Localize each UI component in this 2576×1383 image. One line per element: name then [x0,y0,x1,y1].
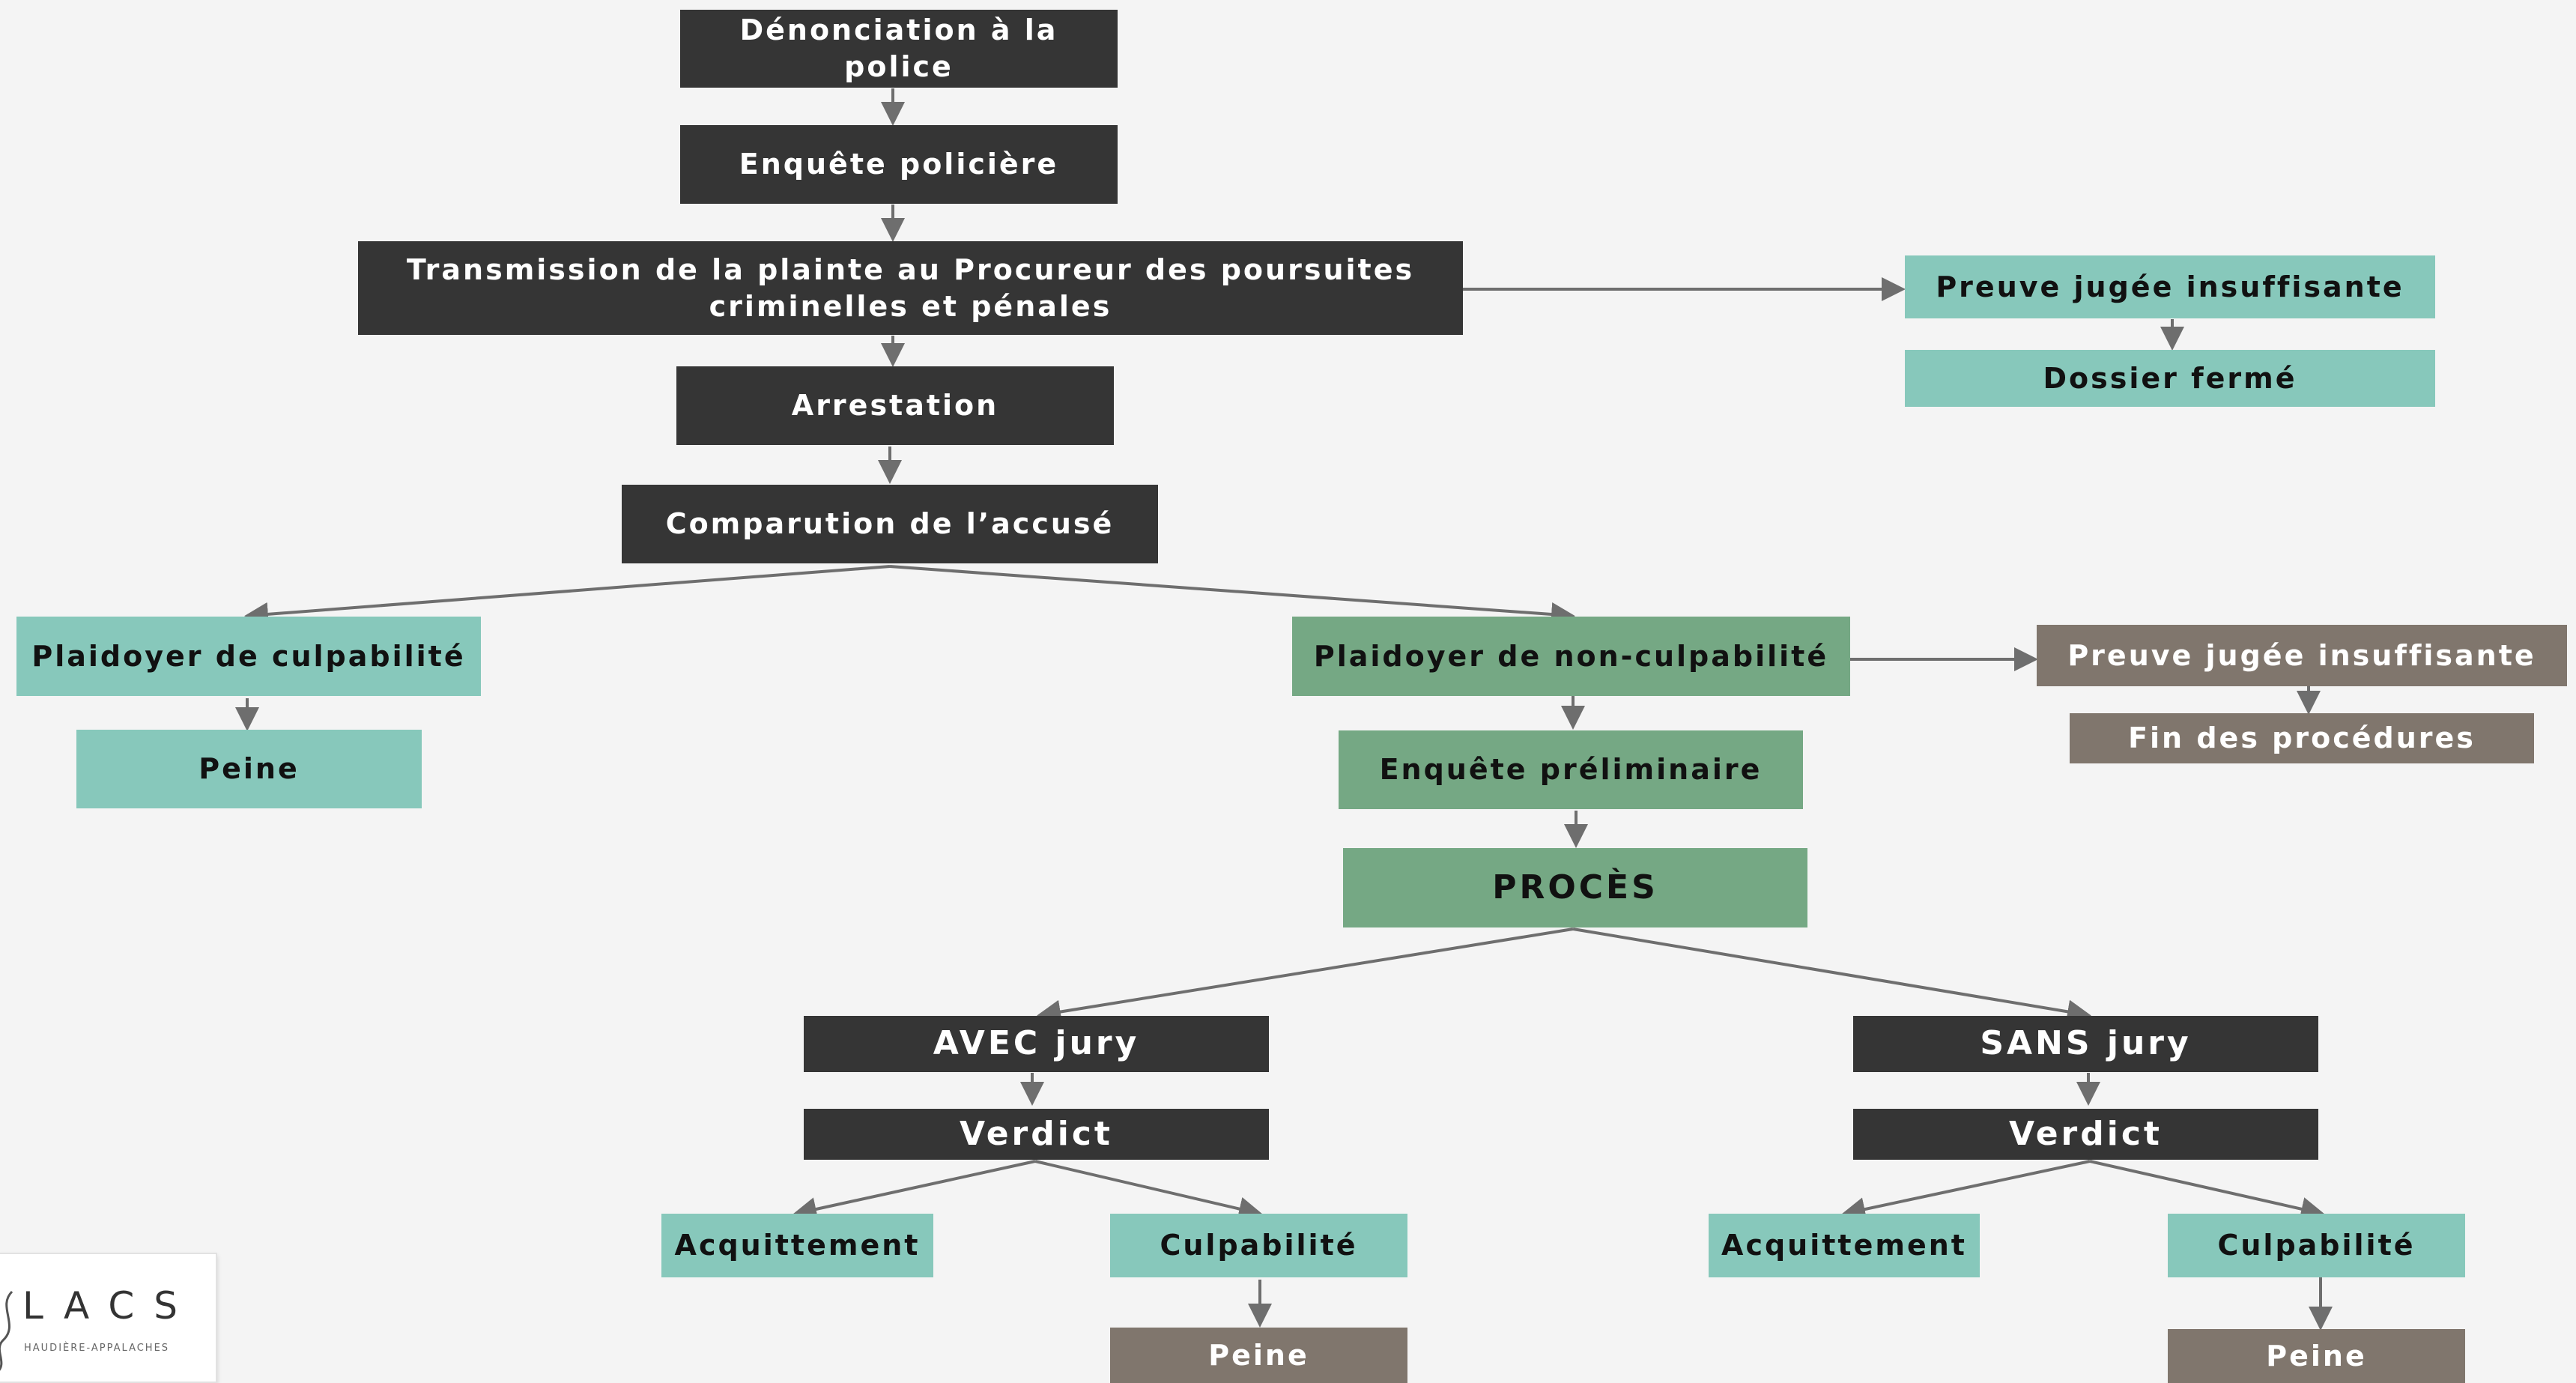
node-denonciation: Dénonciation à la police [680,10,1118,88]
node-fin-procedures: Fin des procédures [2070,713,2534,763]
logo-letters: LACS [22,1284,197,1328]
node-enquete-preliminaire: Enquête préliminaire [1339,730,1803,809]
node-preuve-insuffisante-1: Preuve jugée insuffisante [1905,255,2435,318]
arrow-comparution-to-plaidoyer-culpabilite [244,565,891,626]
arrow-verdict-sans-to-acquittement [1841,1160,2091,1221]
node-peine-sans-jury: Peine [2168,1329,2465,1383]
arrow-comparution-to-plaidoyer-non-culpabilite [889,565,1575,626]
node-plaidoyer-culpabilite: Plaidoyer de culpabilité [16,617,481,696]
node-verdict-avec-jury: Verdict [804,1109,1269,1160]
node-dossier-ferme: Dossier fermé [1905,350,2435,407]
node-plaidoyer-non-culpabilite: Plaidoyer de non-culpabilité [1292,617,1850,696]
arrow-verdict-sans-to-culpabilite [2089,1160,2325,1221]
arrow-verdict-avec-to-acquittement [793,1160,1036,1221]
arrow-proces-to-avec-jury [1037,927,1574,1024]
node-culpabilite-sans-jury: Culpabilité [2168,1214,2465,1277]
arrow-verdict-avec-to-culpabilite [1034,1160,1263,1221]
organization-logo: LACS HAUDIÈRE-APPALACHES [0,1253,217,1383]
node-sans-jury: SANS jury [1853,1016,2318,1072]
logo-subtitle: HAUDIÈRE-APPALACHES [24,1343,170,1354]
node-acquittement-sans-jury: Acquittement [1709,1214,1980,1277]
node-transmission-procureur: Transmission de la plainte au Procureur … [358,241,1463,335]
arrow-proces-to-sans-jury [1572,927,2091,1024]
node-peine-1: Peine [76,730,422,808]
node-arrestation: Arrestation [676,366,1114,445]
node-comparution: Comparution de l’accusé [622,485,1158,563]
node-verdict-sans-jury: Verdict [1853,1109,2318,1160]
node-avec-jury: AVEC jury [804,1016,1269,1072]
logo-swirl-icon [0,1290,13,1371]
node-proces: PROCÈS [1343,848,1807,927]
node-acquittement-avec-jury: Acquittement [661,1214,933,1277]
node-enquete-policiere: Enquête policière [680,125,1118,204]
node-preuve-insuffisante-2: Preuve jugée insuffisante [2037,625,2567,686]
node-peine-avec-jury: Peine [1110,1328,1407,1383]
node-culpabilite-avec-jury: Culpabilité [1110,1214,1407,1277]
